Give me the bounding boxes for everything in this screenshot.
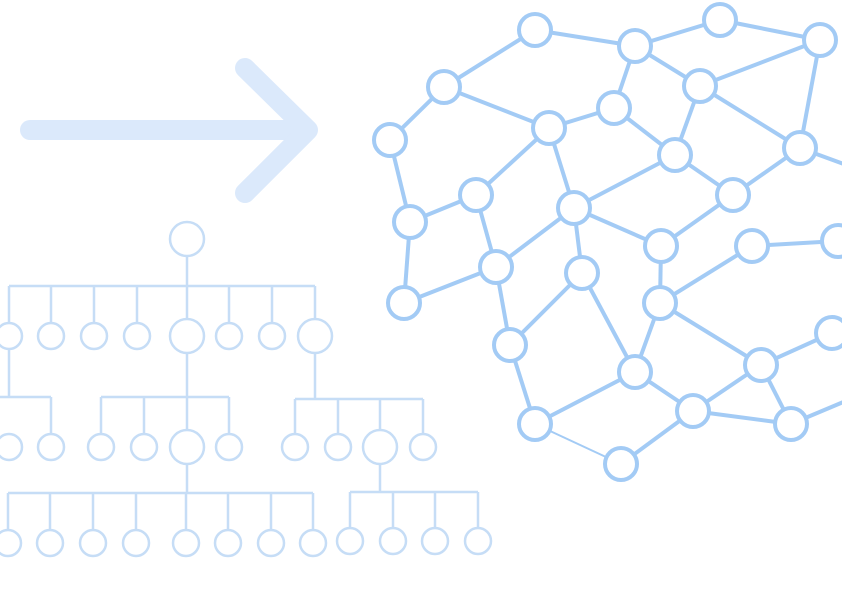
tree-node [86, 432, 116, 462]
network-edge [698, 84, 802, 150]
network-edge [580, 272, 637, 373]
tree-node [378, 526, 408, 556]
network-node [517, 406, 553, 442]
tree-node [171, 528, 201, 558]
network-node [564, 255, 600, 291]
arrow-right-icon [20, 58, 318, 203]
tree-node [213, 528, 243, 558]
network-node [715, 177, 751, 213]
tree-node [121, 528, 151, 558]
tree-node [214, 432, 244, 462]
tree-node [78, 528, 108, 558]
network-node [458, 177, 494, 213]
tree-node [79, 321, 109, 351]
tree-node [296, 317, 334, 355]
network-node [426, 69, 462, 105]
network-node [596, 90, 632, 126]
tree-node [214, 321, 244, 351]
network-node [814, 315, 842, 351]
network-node [531, 110, 567, 146]
tree-node [0, 321, 24, 351]
network-node [392, 204, 428, 240]
tree-node [335, 526, 365, 556]
network-node [492, 327, 528, 363]
tree-node [256, 528, 286, 558]
network-node [478, 249, 514, 285]
tree-node [36, 432, 66, 462]
tree-node [361, 428, 399, 466]
tree-node [35, 528, 65, 558]
tree-node [122, 321, 152, 351]
tree-node [0, 432, 24, 462]
tree-node [36, 321, 66, 351]
arrow-head [235, 58, 318, 203]
network-node [657, 137, 693, 173]
network-node [617, 28, 653, 64]
network-node [603, 446, 639, 482]
network-edge [798, 39, 822, 149]
tree-node [323, 432, 353, 462]
network-node [642, 285, 678, 321]
network-node [734, 228, 770, 264]
network-node [617, 354, 653, 390]
network-edge [573, 153, 676, 210]
network-node [773, 406, 809, 442]
network-edge [658, 301, 763, 367]
tree-node [257, 321, 287, 351]
tree-node [129, 432, 159, 462]
network-node [675, 393, 711, 429]
network-node [682, 68, 718, 104]
tree-node [420, 526, 450, 556]
network-node [386, 285, 422, 321]
network-node [702, 2, 738, 38]
network-node [372, 122, 408, 158]
tree-node [168, 428, 206, 466]
tree-hierarchy-diagram [0, 220, 493, 558]
network-node [820, 223, 842, 259]
tree-node [0, 528, 23, 558]
network-node [556, 190, 592, 226]
network-graph-diagram [372, 2, 842, 482]
network-node [643, 228, 679, 264]
network-node [802, 22, 838, 58]
network-node [517, 12, 553, 48]
network-edge [534, 370, 636, 426]
tree-node [280, 432, 310, 462]
network-node [782, 130, 818, 166]
tree-node [408, 432, 438, 462]
network-node [743, 347, 779, 383]
tree-node [168, 317, 206, 355]
tree-node [298, 528, 328, 558]
tree-node [463, 526, 493, 556]
network-edge [443, 85, 550, 130]
network-edge [658, 244, 754, 305]
network-edge [699, 38, 821, 88]
tree-node [168, 220, 206, 258]
